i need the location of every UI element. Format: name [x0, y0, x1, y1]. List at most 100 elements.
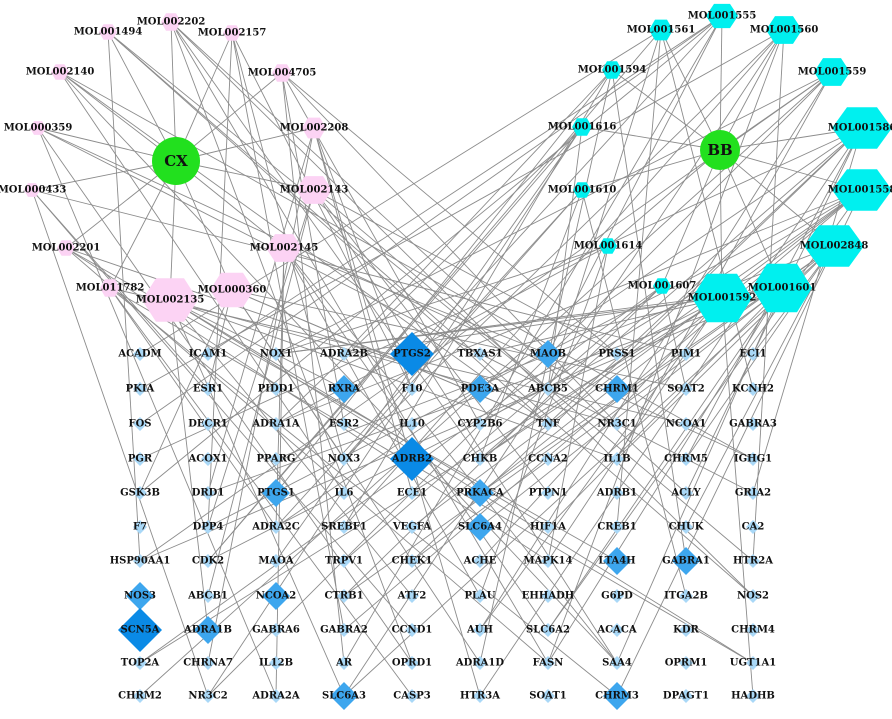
target-node-diamond[interactable]: [269, 623, 283, 637]
target-node-diamond[interactable]: [679, 382, 693, 396]
target-node-diamond[interactable]: [610, 347, 624, 361]
compound-node-hexagon[interactable]: [692, 273, 752, 323]
target-node-diamond[interactable]: [541, 554, 555, 568]
compound-node-hexagon[interactable]: [100, 279, 120, 297]
target-node-diamond[interactable]: [473, 417, 487, 431]
target-node-diamond[interactable]: [262, 582, 290, 610]
target-node-diamond[interactable]: [473, 589, 487, 603]
target-node-diamond[interactable]: [133, 382, 147, 396]
compound-node-hexagon[interactable]: [266, 234, 302, 262]
target-node-diamond[interactable]: [133, 486, 147, 500]
target-node-diamond[interactable]: [405, 623, 419, 637]
target-node-diamond[interactable]: [610, 452, 624, 466]
target-node-diamond[interactable]: [201, 382, 215, 396]
target-node-diamond[interactable]: [610, 486, 624, 500]
target-node-diamond[interactable]: [405, 689, 419, 703]
target-node-diamond[interactable]: [405, 656, 419, 670]
target-node-diamond[interactable]: [405, 382, 419, 396]
target-node-diamond[interactable]: [746, 347, 760, 361]
target-node-diamond[interactable]: [118, 608, 162, 652]
target-node-diamond[interactable]: [541, 417, 555, 431]
target-node-diamond[interactable]: [269, 382, 283, 396]
target-node-diamond[interactable]: [746, 486, 760, 500]
target-node-diamond[interactable]: [679, 623, 693, 637]
compound-node-hexagon[interactable]: [302, 117, 326, 139]
target-node-diamond[interactable]: [269, 554, 283, 568]
target-node-diamond[interactable]: [610, 417, 624, 431]
target-node-diamond[interactable]: [201, 554, 215, 568]
target-node-diamond[interactable]: [405, 554, 419, 568]
compound-node-hexagon[interactable]: [142, 278, 198, 322]
compound-node-hexagon[interactable]: [814, 58, 850, 86]
target-node-diamond[interactable]: [746, 589, 760, 603]
target-node-diamond[interactable]: [262, 479, 290, 507]
target-node-diamond[interactable]: [405, 520, 419, 534]
target-node-diamond[interactable]: [746, 554, 760, 568]
compound-node-hexagon[interactable]: [24, 183, 40, 197]
target-node-diamond[interactable]: [603, 547, 631, 575]
compound-node-hexagon[interactable]: [832, 107, 892, 149]
compound-node-hexagon[interactable]: [832, 169, 892, 211]
target-node-diamond[interactable]: [126, 582, 154, 610]
target-node-diamond[interactable]: [679, 486, 693, 500]
target-node-diamond[interactable]: [133, 656, 147, 670]
compound-node-hexagon[interactable]: [57, 240, 75, 256]
target-node-diamond[interactable]: [610, 589, 624, 603]
target-node-diamond[interactable]: [473, 656, 487, 670]
target-node-diamond[interactable]: [405, 417, 419, 431]
target-node-diamond[interactable]: [466, 375, 494, 403]
compound-node-hexagon[interactable]: [223, 25, 241, 41]
target-node-diamond[interactable]: [473, 347, 487, 361]
target-node-diamond[interactable]: [201, 656, 215, 670]
compound-node-hexagon[interactable]: [653, 278, 671, 294]
target-node-diamond[interactable]: [541, 520, 555, 534]
target-node-diamond[interactable]: [746, 417, 760, 431]
compound-node-hexagon[interactable]: [602, 61, 622, 79]
target-node-diamond[interactable]: [194, 616, 222, 644]
target-node-diamond[interactable]: [541, 382, 555, 396]
compound-node-hexagon[interactable]: [649, 19, 673, 41]
compound-node-hexagon[interactable]: [210, 272, 254, 308]
target-node-diamond[interactable]: [541, 689, 555, 703]
compound-node-hexagon[interactable]: [296, 176, 332, 204]
compound-node-hexagon[interactable]: [804, 225, 864, 267]
target-node-diamond[interactable]: [541, 589, 555, 603]
target-node-diamond[interactable]: [603, 682, 631, 710]
target-node-diamond[interactable]: [672, 547, 700, 575]
target-node-diamond[interactable]: [337, 452, 351, 466]
target-node-diamond[interactable]: [337, 656, 351, 670]
target-node-diamond[interactable]: [679, 689, 693, 703]
target-node-diamond[interactable]: [541, 452, 555, 466]
compound-node-hexagon[interactable]: [99, 24, 117, 40]
target-node-diamond[interactable]: [133, 520, 147, 534]
compound-node-hexagon[interactable]: [599, 238, 617, 254]
target-node-diamond[interactable]: [466, 479, 494, 507]
target-node-diamond[interactable]: [337, 589, 351, 603]
target-node-diamond[interactable]: [337, 623, 351, 637]
target-node-diamond[interactable]: [679, 452, 693, 466]
target-node-diamond[interactable]: [473, 452, 487, 466]
target-node-diamond[interactable]: [269, 520, 283, 534]
target-node-diamond[interactable]: [746, 520, 760, 534]
target-node-diamond[interactable]: [337, 520, 351, 534]
compound-node-hexagon[interactable]: [706, 3, 738, 29]
target-node-diamond[interactable]: [473, 554, 487, 568]
compound-node-hexagon[interactable]: [161, 13, 181, 31]
target-node-diamond[interactable]: [534, 340, 562, 368]
target-node-diamond[interactable]: [679, 656, 693, 670]
target-node-diamond[interactable]: [337, 417, 351, 431]
target-node-diamond[interactable]: [337, 554, 351, 568]
compound-node-hexagon[interactable]: [272, 64, 292, 82]
target-node-diamond[interactable]: [201, 347, 215, 361]
target-node-diamond[interactable]: [269, 656, 283, 670]
target-node-diamond[interactable]: [679, 589, 693, 603]
target-node-diamond[interactable]: [133, 452, 147, 466]
target-node-diamond[interactable]: [473, 689, 487, 703]
target-node-diamond[interactable]: [679, 347, 693, 361]
target-node-diamond[interactable]: [610, 623, 624, 637]
target-node-diamond[interactable]: [746, 656, 760, 670]
compound-node-hexagon[interactable]: [752, 263, 812, 313]
target-node-diamond[interactable]: [746, 689, 760, 703]
target-node-diamond[interactable]: [133, 554, 147, 568]
target-node-diamond[interactable]: [746, 623, 760, 637]
